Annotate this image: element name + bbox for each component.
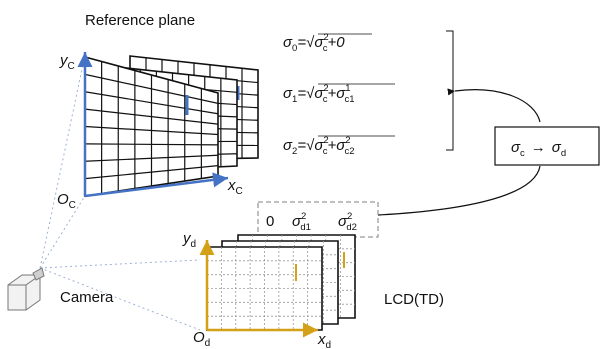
lcd-y-label: yd (182, 230, 196, 250)
ref-x-axis (84, 172, 229, 198)
reference-plane-grids (84, 55, 259, 197)
lcd-origin-label: Od (193, 329, 210, 349)
lcd-grid-front (206, 246, 323, 331)
box-to-dashed-curve (377, 165, 541, 216)
camera-label: Camera (60, 289, 114, 306)
lcd-label: LCD(TD) (384, 291, 444, 308)
sigma-mapping-box (494, 126, 600, 166)
reference-plane-title: Reference plane (85, 12, 195, 29)
ref-origin-label: OC (57, 191, 76, 211)
camera-view-lines (39, 54, 201, 331)
camera-icon (7, 267, 45, 311)
equations-bracket (446, 30, 454, 151)
lcd-sigma-dashed-box (257, 201, 379, 238)
lcd-grids (206, 234, 356, 331)
ref-x-label: xC (227, 177, 243, 197)
dashed-box-zero: 0 (266, 213, 274, 230)
ref-y-label: yC (59, 52, 75, 72)
bracket-to-box-curve (447, 88, 541, 123)
lcd-x-label: xd (317, 331, 331, 349)
